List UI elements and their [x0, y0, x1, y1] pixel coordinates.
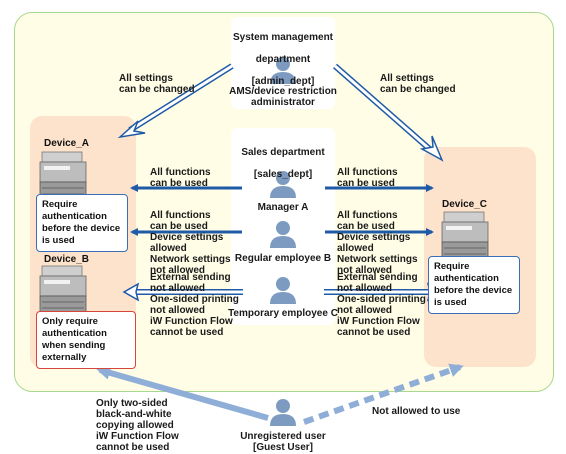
regular-left-permission: All functions can be used Device setting…: [150, 210, 231, 276]
regular-employee-label: Regular employee B: [234, 253, 332, 264]
temporary-employee-label: Temporary employee C: [228, 308, 338, 319]
device-b-printer-icon: [39, 265, 87, 315]
admin-dept-line2: department: [255, 54, 311, 65]
device-a-label: Device_A: [44, 138, 90, 149]
admin-to-device-a-arrow: [117, 63, 234, 139]
admin-to-device-c-arrow: [333, 63, 444, 162]
device-b-auth-note: Only require authentication when sending…: [36, 311, 136, 369]
regular-right-permission: All functions can be used Device setting…: [337, 210, 418, 276]
admin-role: AMS/device restriction administrator: [229, 86, 337, 108]
guest-left-permission: Only two-sided black-and-white copying a…: [96, 398, 179, 453]
temporary-left-permission: External sending not allowed One-sided p…: [150, 272, 239, 338]
temporary-person-icon: [270, 277, 296, 304]
sales-dept-line1: Sales department: [241, 147, 325, 158]
temporary-to-device-b-arrow: [122, 282, 243, 302]
device-c-label: Device_C: [442, 199, 488, 210]
admin-dept-name: System management department [admin_dept…: [231, 21, 335, 87]
admin-person-icon: [270, 57, 296, 84]
admin-dept-line3: [admin_dept]: [251, 76, 315, 87]
sales-dept-name: Sales department [sales_dept]: [231, 136, 335, 180]
admin-left-permission: All settings can be changed: [119, 73, 195, 95]
manager-left-permission: All functions can be used: [150, 167, 211, 189]
device-a-auth-note: Require authentication before the device…: [36, 194, 128, 252]
admin-dept-line1: System management: [232, 32, 334, 43]
device-a-printer-icon: [39, 151, 87, 201]
regular-person-icon: [270, 221, 296, 248]
temporary-right-permission: External sending not allowed One-sided p…: [337, 272, 426, 338]
device-c-printer-icon: [441, 211, 489, 261]
guest-user-label: Unregistered user [Guest User]: [240, 431, 326, 453]
manager-label: Manager A: [257, 202, 309, 213]
guest-right-permission: Not allowed to use: [372, 406, 461, 417]
guest-to-device-b-arrow: [96, 366, 269, 421]
admin-right-permission: All settings can be changed: [380, 73, 456, 95]
manager-person-icon: [270, 171, 296, 198]
device-c-auth-note: Require authentication before the device…: [428, 256, 520, 314]
device-b-label: Device_B: [44, 254, 90, 265]
sales-dept-line2: [sales_dept]: [253, 169, 313, 180]
guest-person-icon: [270, 399, 296, 426]
manager-right-permission: All functions can be used: [337, 167, 398, 189]
guest-to-device-c-arrow: [303, 363, 464, 425]
